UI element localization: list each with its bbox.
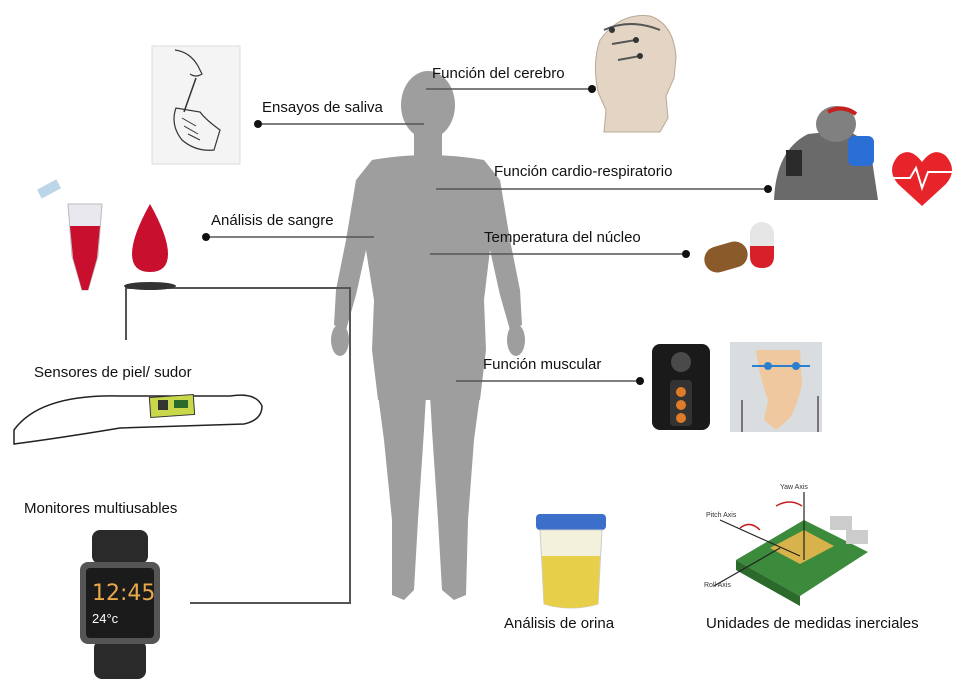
eeg-head-illustration xyxy=(595,16,676,133)
saliva-test-illustration xyxy=(152,46,240,164)
leg-electrodes-illustration xyxy=(730,342,822,432)
label-cardio: Función cardio-respiratorio xyxy=(494,163,672,181)
label-brain: Función del cerebro xyxy=(432,65,565,83)
imu-yaw-label: Yaw Axis xyxy=(780,484,808,492)
cardio-mask-illustration xyxy=(774,106,878,200)
label-wearables: Monitores multiusables xyxy=(24,500,177,518)
skin-sensor-arm-illustration xyxy=(14,394,262,444)
temperature-capsule-illustration xyxy=(701,222,774,276)
watch-time: 12:45 xyxy=(92,582,155,606)
imu-roll-label: Roll Axis xyxy=(704,582,731,590)
label-skin: Sensores de piel/ sudor xyxy=(34,364,192,382)
blood-drop-icon xyxy=(124,204,176,290)
watch-temperature: 24°c xyxy=(92,612,118,626)
label-imu: Unidades de medidas inerciales xyxy=(706,615,919,633)
emg-device-illustration xyxy=(652,344,710,430)
label-blood: Análisis de sangre xyxy=(211,212,334,230)
label-muscle: Función muscular xyxy=(483,356,601,374)
label-urine: Análisis de orina xyxy=(504,615,614,633)
human-silhouette xyxy=(331,71,525,600)
urine-cup-illustration xyxy=(536,514,606,608)
label-core-temp: Temperatura del núcleo xyxy=(484,229,641,247)
blood-tube-illustration xyxy=(37,179,102,290)
label-saliva: Ensayos de saliva xyxy=(262,99,383,117)
imu-board-illustration xyxy=(714,492,868,606)
heart-rate-icon xyxy=(890,152,954,206)
imu-pitch-label: Pitch Axis xyxy=(706,512,736,520)
